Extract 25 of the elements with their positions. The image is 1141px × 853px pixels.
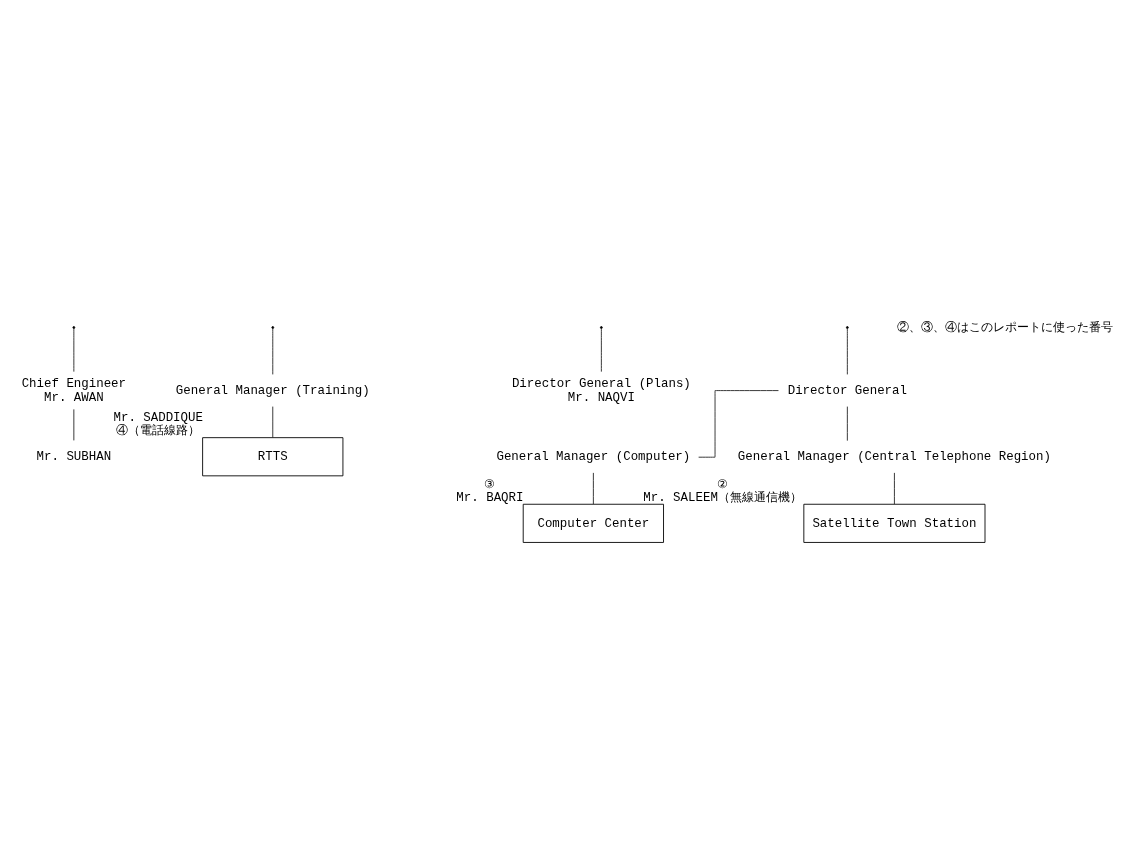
node-label: Mr. BAQRI [456,490,524,505]
node-text: Chief Engineer Mr. AWAN [21,376,127,405]
node-text: Director General [787,383,907,398]
node-label: Mr. SALEEM（無線通信機） [643,490,802,505]
node-box: RTTS [202,436,344,476]
node-text: Director General (Plans) Mr. NAQVI [511,376,691,405]
node-box: Computer Center [522,503,664,543]
node-text: General Manager (Computer) [496,449,691,464]
connector [272,327,274,375]
node-label: ④（電話線路） [116,423,201,438]
node-text: Mr. SUBHAN [36,449,112,464]
connector [846,327,848,375]
node-label: ② [717,477,729,492]
connector [592,471,594,504]
node-text: General Manager (Training) [175,383,370,398]
connector [73,327,75,372]
node-text: General Manager (Central Telephone Region) [737,449,1051,464]
connector [272,405,274,438]
connector [600,327,602,372]
node-box: Satellite Town Station [803,503,986,543]
connector [893,471,895,504]
node-label: Mr. SADDIQUE [113,410,203,425]
label: ②、③、④はこのレポートに使った番号 [896,320,1113,335]
connector [846,405,848,441]
node-label: ③ [484,477,496,492]
